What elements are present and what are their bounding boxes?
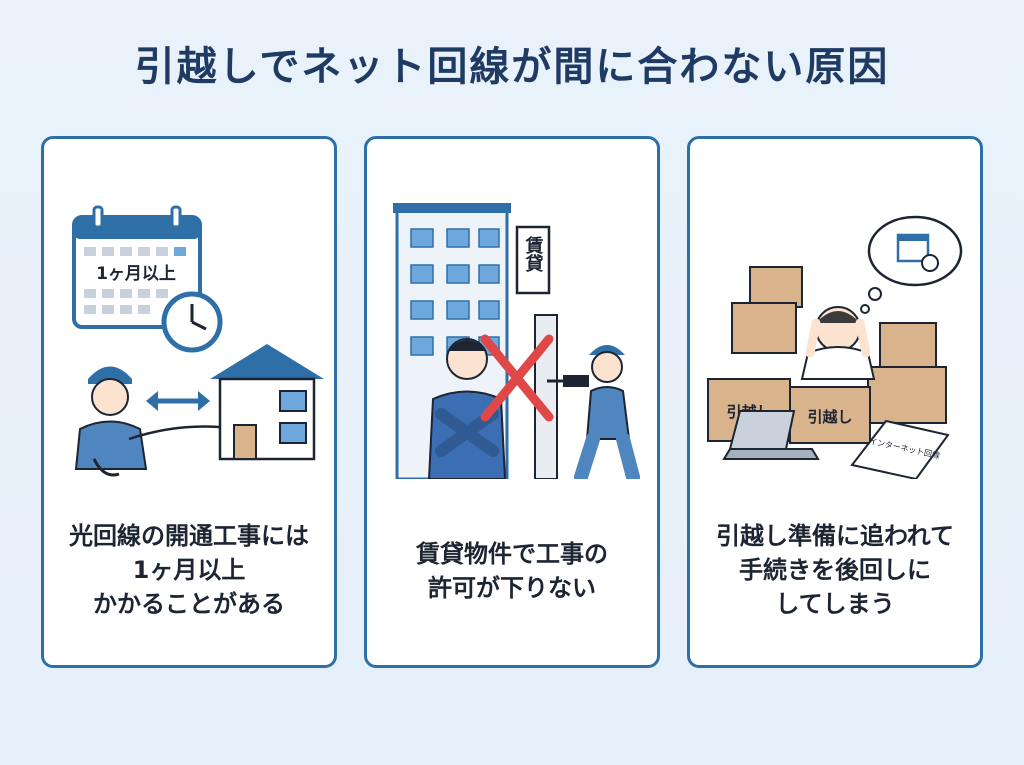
rental-sign-icon: 賃貸 <box>515 225 551 295</box>
clock-icon <box>161 291 223 353</box>
calendar-label: 1ヶ月以上 <box>96 264 176 284</box>
double-arrow-icon <box>146 391 210 411</box>
page-title: 引越しでネット回線が間に合わない原因 <box>134 44 890 90</box>
caption-line: してしまう <box>775 590 895 618</box>
technician-icon <box>74 366 148 477</box>
thought-bubble-icon <box>860 215 963 314</box>
document-icon: インターネット回線 <box>850 419 950 479</box>
reason-card-postponed-procedure: 引越し 引越し インターネット回線 引越し準備に追われて 手続きを後回しに して… <box>687 136 983 668</box>
caption-line: 手続きを後回しに <box>739 556 931 584</box>
calendar-icon: 1ヶ月以上 <box>72 205 202 329</box>
caption-line: かかることがある <box>93 590 285 618</box>
sign-label: 賃貸 <box>523 235 545 273</box>
construction-wait-illustration: 1ヶ月以上 <box>72 205 324 477</box>
prohibited-cross-icon <box>480 334 554 422</box>
reason-card-construction-time: 1ヶ月以上 光回線の <box>41 136 337 668</box>
house-icon <box>210 344 324 461</box>
reason-caption: 賃貸物件で工事の 許可が下りない <box>367 537 657 605</box>
laptop-icon <box>722 410 820 460</box>
stressed-person-icon <box>800 306 876 380</box>
caption-line: 1ヶ月以上 <box>132 556 246 584</box>
box-label: 引越し <box>807 408 852 426</box>
caption-line: 賃貸物件で工事の <box>416 540 608 568</box>
reason-card-rental-permission: 賃貸 賃貸物件で工事の 許可が下りない <box>364 136 660 668</box>
caption-line: 光回線の開通工事には <box>69 522 309 550</box>
rental-permission-illustration: 賃貸 <box>393 203 640 479</box>
reason-caption: 光回線の開通工事には 1ヶ月以上 かかることがある <box>44 519 334 621</box>
busy-moving-illustration: 引越し 引越し インターネット回線 <box>707 215 963 479</box>
clock-icon <box>921 254 939 272</box>
reason-caption: 引越し準備に追われて 手続きを後回しに してしまう <box>690 519 980 621</box>
drilling-worker-icon <box>547 345 640 479</box>
caption-line: 許可が下りない <box>428 574 596 602</box>
caption-line: 引越し準備に追われて <box>715 522 955 550</box>
